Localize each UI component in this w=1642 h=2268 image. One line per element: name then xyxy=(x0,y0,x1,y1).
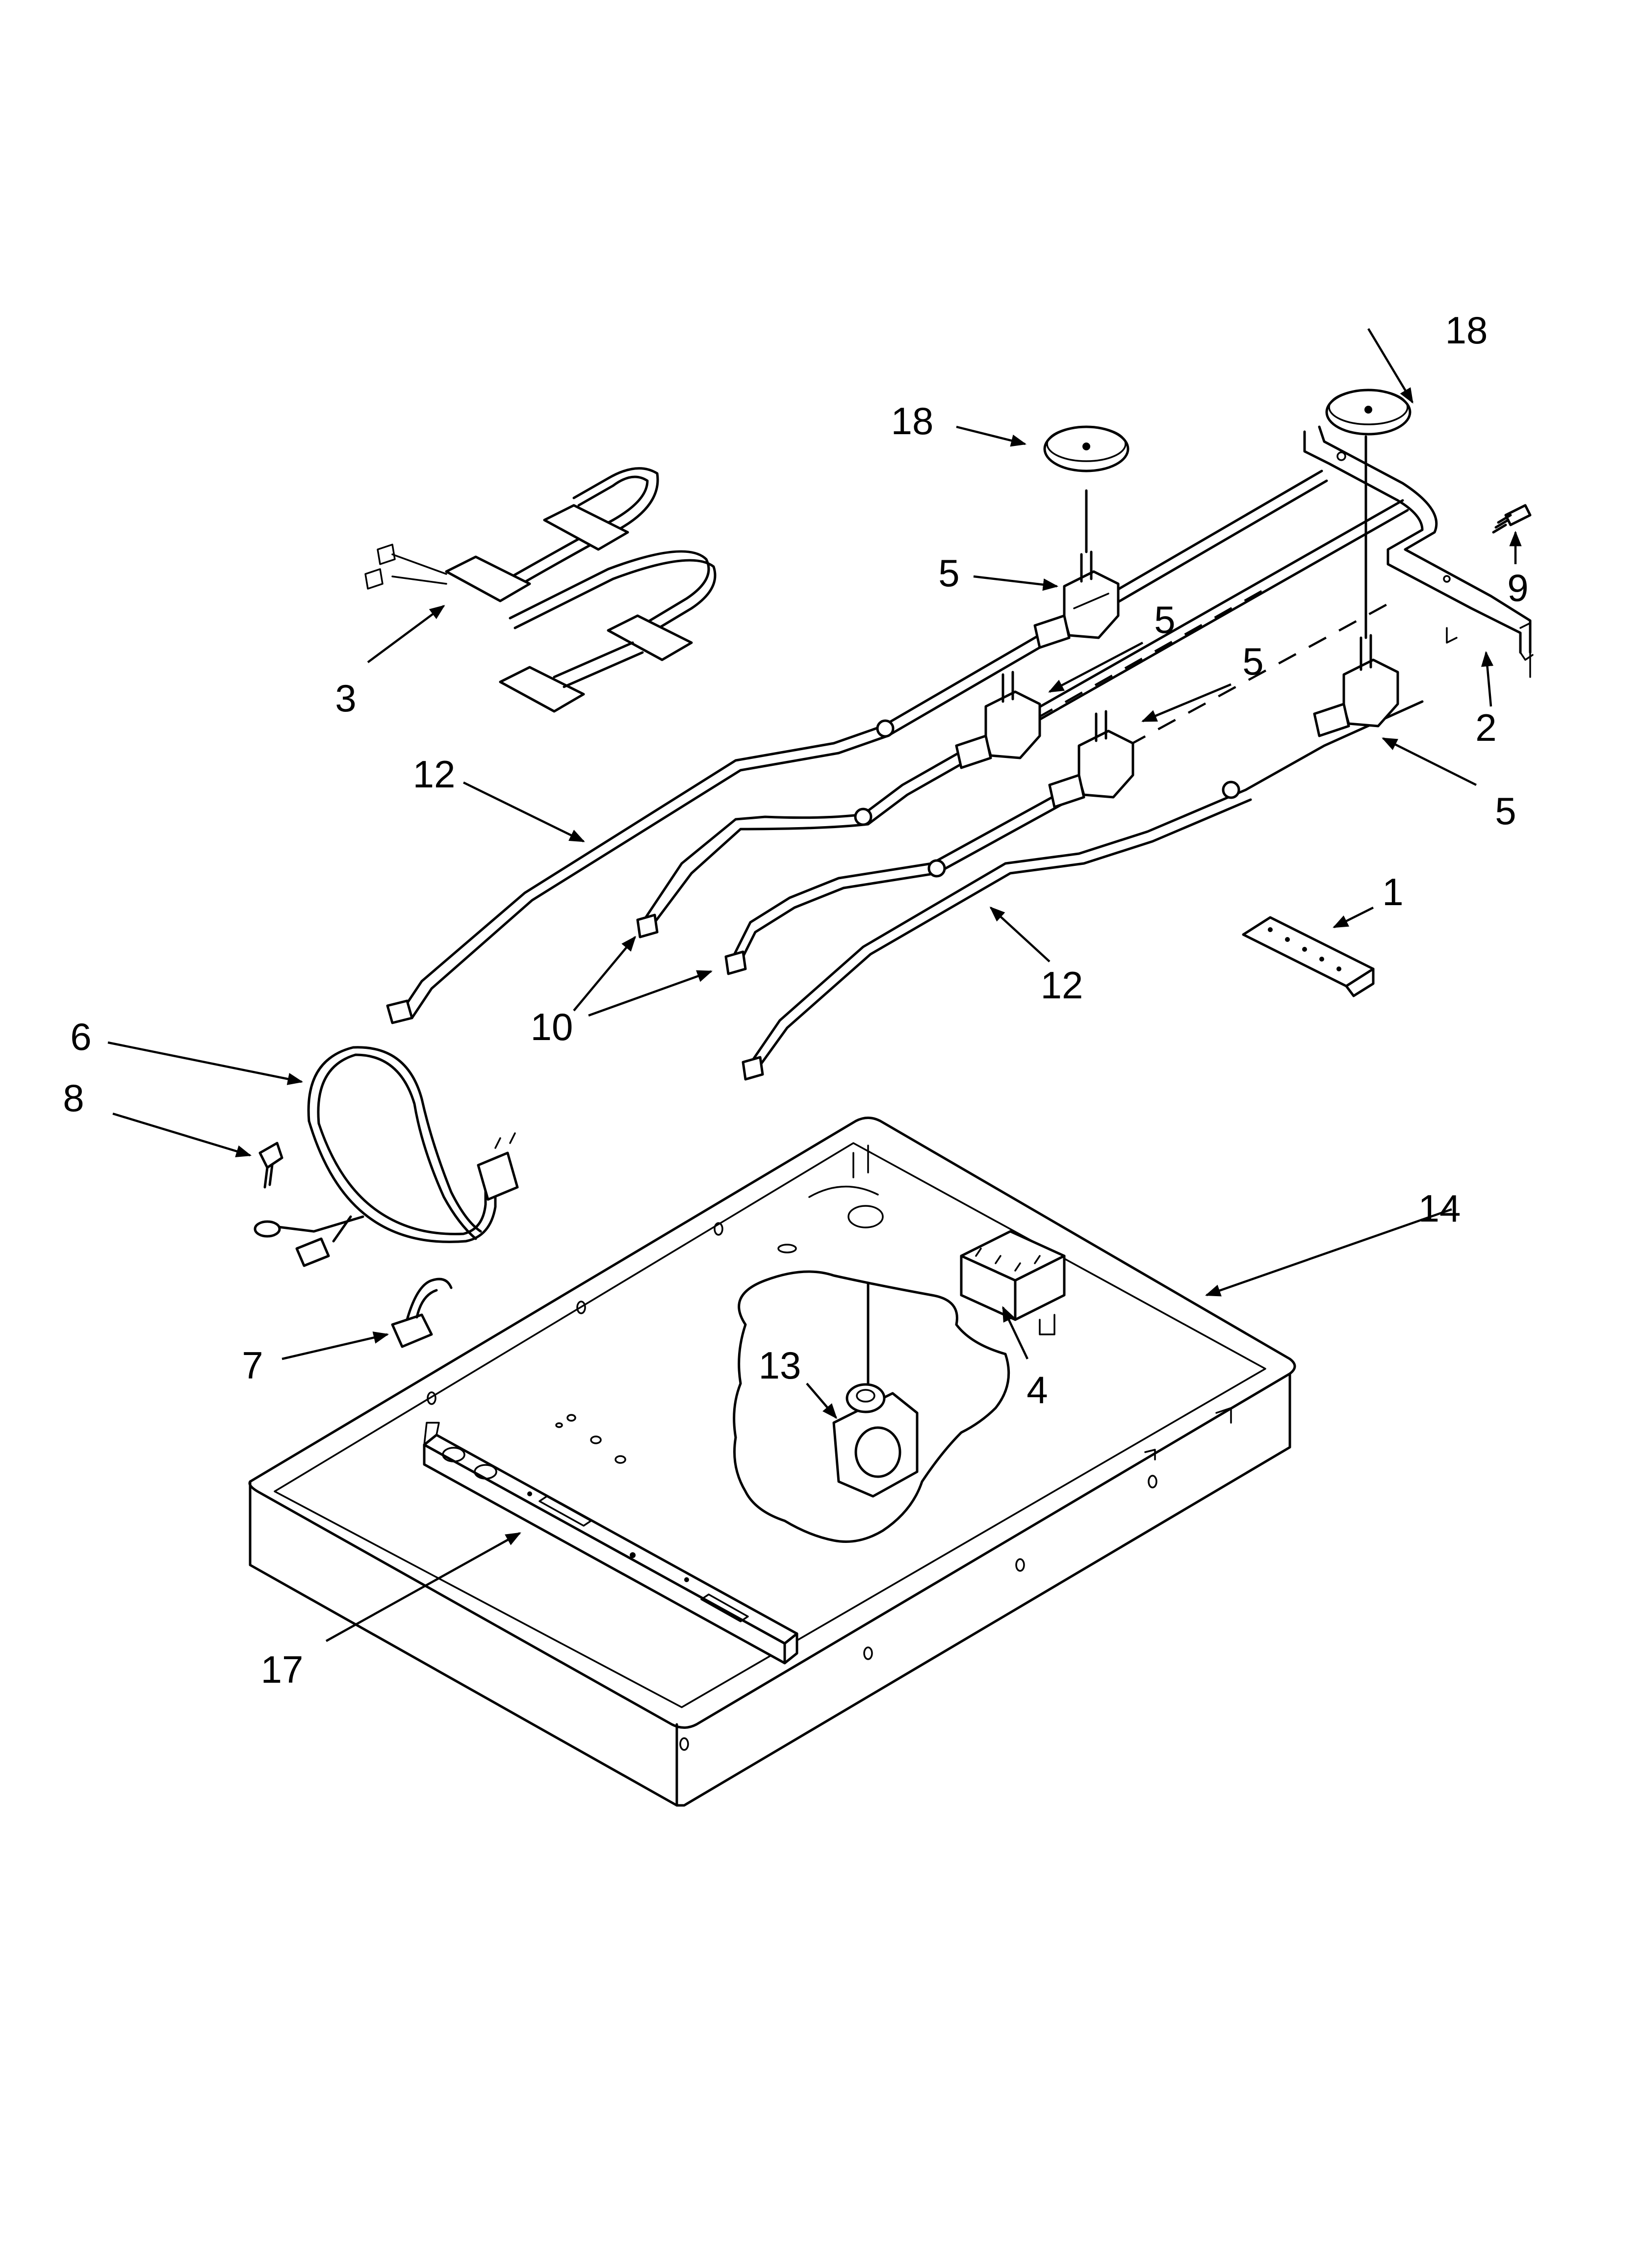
cutaway-view xyxy=(733,1270,1010,1543)
power-cord xyxy=(254,1046,519,1267)
gas-regulator xyxy=(832,1281,919,1498)
callout-8: 8 xyxy=(63,1076,84,1120)
screw-8 xyxy=(258,1142,283,1189)
callout-3: 3 xyxy=(335,677,356,720)
terminal-block xyxy=(960,1230,1066,1335)
base-pan xyxy=(248,1117,1296,1807)
valve-1 xyxy=(1033,489,1120,649)
callout-5-c: 5 xyxy=(1242,640,1263,683)
valve-3 xyxy=(1048,710,1134,808)
gas-manifold xyxy=(1303,425,1534,678)
callout-18-right: 18 xyxy=(1445,309,1488,352)
callout-12-right: 12 xyxy=(1041,964,1083,1007)
valve-2 xyxy=(955,671,1041,769)
callout-1: 1 xyxy=(1382,870,1403,913)
callout-5-b: 5 xyxy=(1154,598,1175,641)
callout-5-a: 5 xyxy=(938,551,959,595)
knob-right xyxy=(1325,389,1411,436)
callout-5-d: 5 xyxy=(1495,789,1516,833)
callout-2: 2 xyxy=(1475,706,1496,749)
surface-element-harness xyxy=(364,467,717,713)
callout-10: 10 xyxy=(531,1005,573,1048)
callout-14: 14 xyxy=(1418,1187,1461,1230)
leader-lines xyxy=(107,328,1522,1642)
callout-4: 4 xyxy=(1026,1368,1048,1411)
supply-tubes xyxy=(386,469,1424,1081)
valve-4 xyxy=(1313,435,1399,737)
callout-12-left: 12 xyxy=(413,753,456,796)
knob-left xyxy=(1043,425,1129,472)
mounting-bracket xyxy=(423,1422,798,1665)
callout-9: 9 xyxy=(1507,566,1528,609)
cord-clip xyxy=(391,1277,453,1348)
callout-labels: 18 18 5 5 5 5 2 9 1 3 12 12 10 6 8 7 14 … xyxy=(63,309,1528,1691)
callout-7: 7 xyxy=(242,1344,263,1387)
callout-6: 6 xyxy=(70,1015,91,1058)
callout-13: 13 xyxy=(759,1344,801,1387)
callout-17: 17 xyxy=(261,1648,304,1691)
screw-9 xyxy=(1492,504,1532,534)
callout-18-left: 18 xyxy=(891,399,934,443)
bracket-1 xyxy=(1242,916,1375,997)
